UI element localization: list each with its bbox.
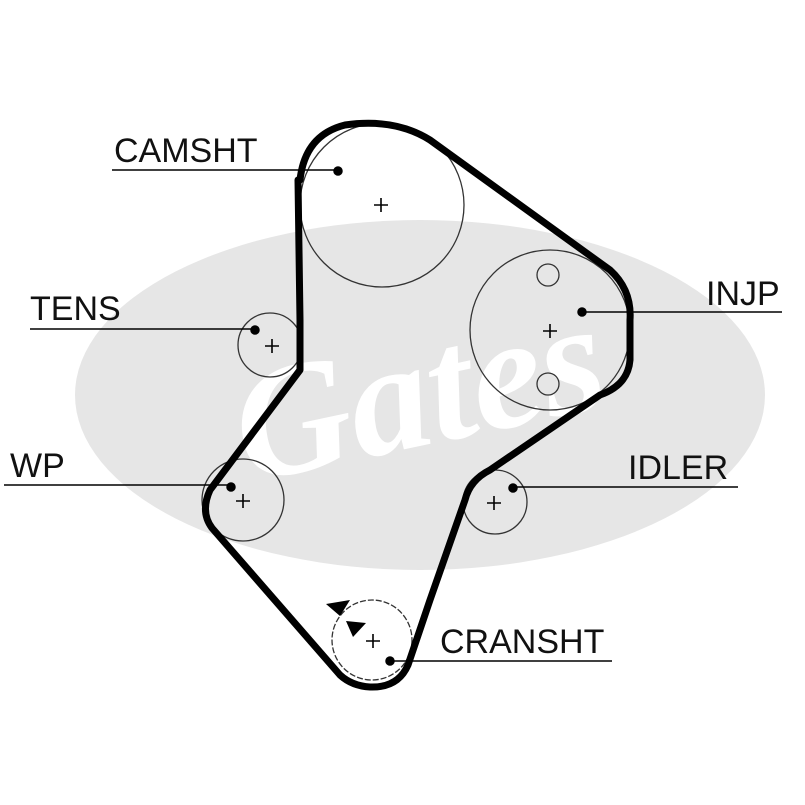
timing-belt [202, 119, 634, 691]
camshaft-center-icon [374, 198, 388, 212]
timing-mark-icon [326, 600, 366, 637]
idler-center-icon [487, 496, 501, 510]
label-camshaft: CAMSHT [114, 132, 258, 170]
label-injection-pump: INJP [706, 275, 780, 313]
tensioner-center-icon [265, 339, 279, 353]
label-tensioner: TENS [30, 290, 121, 328]
water-pump-pulley [201, 458, 285, 542]
gates-watermark: Gates [75, 220, 765, 570]
injection-pump-hole-top [536, 263, 560, 287]
wp-center-icon [236, 494, 250, 508]
crank-center-icon [366, 634, 380, 648]
injection-pump-hole-bottom [536, 372, 560, 396]
label-idler: IDLER [628, 449, 728, 487]
label-crankshaft: CRANSHT [440, 623, 604, 661]
injp-center-icon [543, 324, 557, 338]
label-water-pump: WP [10, 447, 65, 485]
crankshaft-pulley [331, 599, 413, 681]
